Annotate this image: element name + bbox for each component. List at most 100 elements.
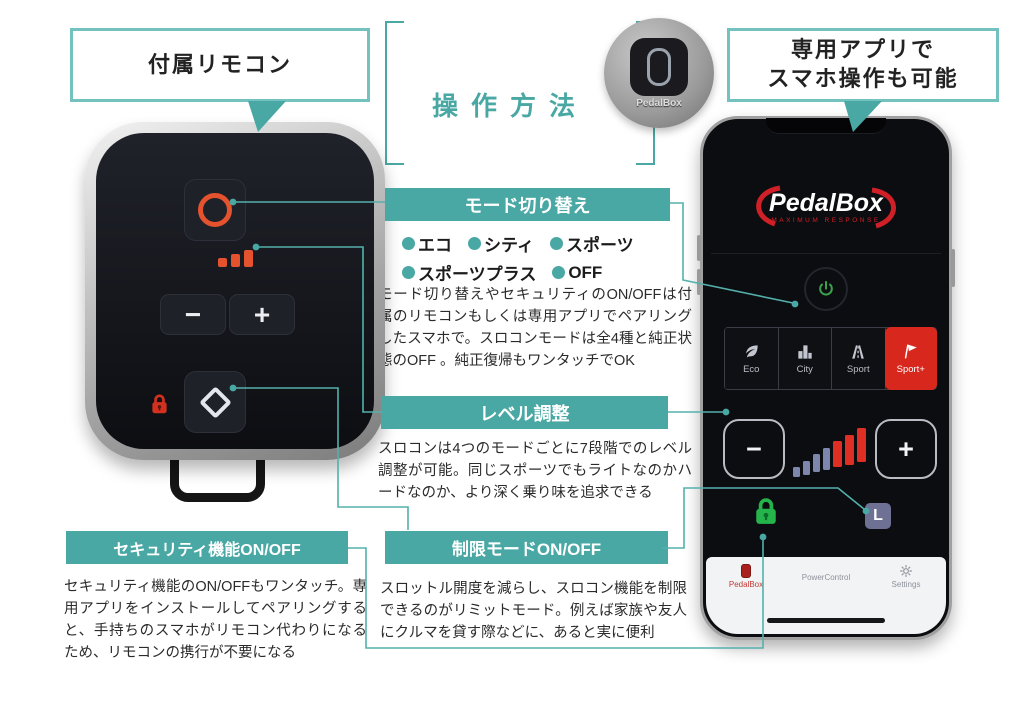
mode-bullet: エコ	[402, 231, 452, 256]
smartphone: PedalBox MAXIMUM RESPONSE Eco C	[697, 116, 955, 640]
mode-label: Sport+	[896, 364, 925, 375]
remote-callout-box: 付属リモコン	[70, 28, 370, 102]
plus-glyph: +	[253, 298, 271, 330]
limit-section-header: 制限モードON/OFF	[385, 531, 668, 564]
tab-label: PedalBox	[728, 580, 764, 589]
city-icon	[798, 345, 812, 359]
bullet-dot-icon	[552, 266, 566, 279]
mode-button-city[interactable]: City	[778, 328, 832, 389]
level-plus-button[interactable]: +	[875, 419, 937, 479]
security-lock-icon[interactable]	[753, 496, 779, 528]
page-title: 操作方法	[432, 91, 589, 121]
mode-label: City	[796, 364, 813, 375]
phone-notch	[766, 118, 886, 134]
app-callout-line1: 専用アプリで	[790, 37, 935, 63]
remote-led-bars	[218, 247, 262, 267]
level-minus-button[interactable]: −	[723, 419, 785, 479]
led-bar	[244, 250, 253, 267]
minus-glyph: −	[184, 298, 202, 330]
screen-divider	[711, 253, 941, 254]
bullet-label: シティ	[484, 236, 534, 255]
tab-pedalbox[interactable]: PedalBox	[711, 564, 781, 589]
lock-icon	[152, 394, 167, 414]
mode-section-header: モード切り替え	[385, 188, 670, 221]
pedalbox-device-glyph-icon	[647, 47, 671, 86]
bullet-dot-icon	[468, 237, 481, 250]
mode-bullet: OFF	[552, 260, 602, 285]
remote-face: − +	[96, 133, 374, 449]
phone-tab-bar: PedalBox PowerControl Settings	[706, 557, 946, 634]
mode-button-eco[interactable]: Eco	[725, 328, 779, 389]
pedalbox-app-icon: PedalBox	[604, 18, 714, 128]
power-side-button[interactable]	[951, 249, 955, 287]
app-icon-tile	[630, 37, 688, 96]
mode-button-sport-plus[interactable]: Sport+	[884, 327, 937, 390]
remote-callout-label: 付属リモコン	[147, 51, 292, 77]
tab-label: PowerControl	[801, 573, 851, 582]
remote-plus-button[interactable]: +	[229, 294, 295, 335]
remote-control: − +	[85, 122, 385, 518]
power-icon	[819, 280, 833, 296]
bullet-label: スポーツプラス	[418, 265, 537, 284]
gear-icon	[900, 565, 912, 577]
app-power-button[interactable]	[804, 267, 848, 311]
pedalbox-logo: PedalBox MAXIMUM RESPONSE	[703, 181, 949, 236]
mode-label: Eco	[743, 364, 760, 375]
tab-label: Settings	[891, 580, 921, 589]
bullet-dot-icon	[402, 266, 415, 279]
mode-button-row: Eco City Sport Sport+	[724, 327, 937, 390]
road-icon	[852, 345, 865, 359]
remote-security-button[interactable]	[184, 371, 246, 433]
mode-bullet: スポーツプラス	[402, 260, 536, 285]
level-section-body: スロコンは4つのモードごとに7段階でのレベル調整が可能。同じスポーツでもライトな…	[378, 441, 692, 501]
app-icon-caption: PedalBox	[636, 97, 682, 109]
level-bar	[793, 467, 800, 477]
mode-bullet: スポーツ	[549, 231, 634, 256]
mode-bullet: シティ	[468, 231, 534, 256]
led-bar	[218, 258, 227, 267]
level-bar	[833, 441, 842, 467]
plus-glyph: +	[898, 433, 914, 464]
minus-glyph: −	[746, 433, 762, 464]
phone-level-bars	[793, 421, 871, 477]
bullet-dot-icon	[549, 237, 563, 250]
bullet-label: OFF	[568, 262, 603, 282]
security-section-header: セキュリティ機能ON/OFF	[66, 531, 348, 564]
logo-swoosh-right	[871, 187, 896, 229]
app-callout-box: 専用アプリで スマホ操作も可能	[727, 28, 999, 102]
pedalbox-device-icon	[741, 564, 751, 578]
mode-bullets-row2: スポーツプラス OFF	[402, 260, 602, 285]
level-bar	[813, 454, 820, 472]
mode-bullets-row1: エコ シティ スポーツ	[402, 231, 634, 256]
bullet-dot-icon	[402, 237, 415, 250]
bullet-label: エコ	[418, 236, 452, 255]
remote-mode-button[interactable]	[184, 179, 246, 241]
volume-button[interactable]	[697, 269, 701, 295]
app-callout-line2: スマホ操作も可能	[767, 66, 959, 91]
level-bar	[823, 447, 830, 470]
leaf-icon	[746, 345, 758, 358]
level-bar	[845, 434, 854, 465]
remote-minus-button[interactable]: −	[160, 294, 226, 335]
led-bar	[231, 254, 240, 267]
tab-powercontrol[interactable]: PowerControl	[791, 564, 861, 589]
security-section-body: セキュリティ機能のON/OFFもワンタッチ。専用アプリをインストールしてペアリン…	[64, 579, 367, 661]
logo-text: PedalBox	[769, 189, 884, 217]
remote-body: − +	[85, 122, 385, 460]
volume-button[interactable]	[697, 235, 701, 261]
flag-icon	[904, 344, 917, 359]
logo-subtext: MAXIMUM RESPONSE	[771, 217, 880, 224]
bullet-label: スポーツ	[565, 236, 634, 255]
level-section-header: レベル調整	[381, 396, 668, 429]
diamond-icon	[198, 385, 232, 419]
ring-icon	[198, 193, 232, 227]
limit-mode-badge[interactable]: L	[865, 503, 891, 529]
mode-section-body: モード切り替えやセキュリティのON/OFFは付属のリモコンもしくは専用アプリでペ…	[378, 287, 692, 369]
level-bar	[857, 428, 866, 462]
mode-label: Sport	[846, 364, 870, 375]
level-bar	[803, 460, 810, 475]
home-indicator[interactable]	[767, 618, 885, 623]
tab-settings[interactable]: Settings	[871, 564, 941, 589]
mode-button-sport[interactable]: Sport	[832, 328, 886, 389]
